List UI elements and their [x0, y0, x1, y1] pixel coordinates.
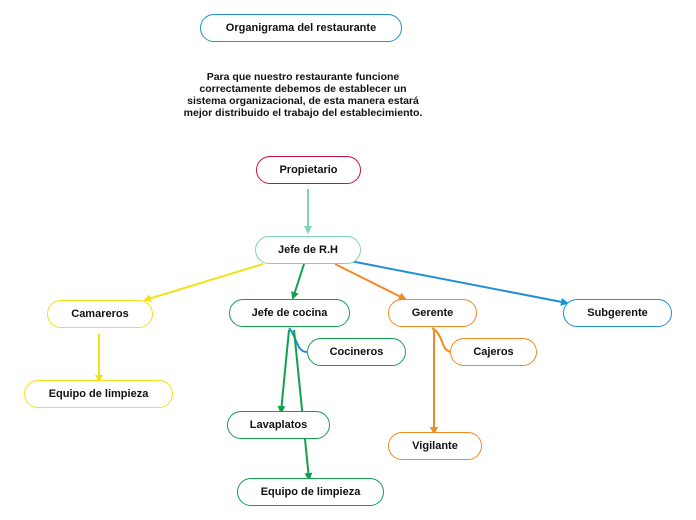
- node-vigilante[interactable]: Vigilante: [388, 432, 482, 460]
- description-text: Para que nuestro restaurante funcione co…: [183, 71, 423, 119]
- connector-chef-to-dishwashers: [277, 329, 290, 414]
- node-gerente[interactable]: Gerente: [388, 299, 477, 327]
- connector-hr_chief-to-manager: [334, 263, 407, 300]
- node-cocineros[interactable]: Cocineros: [307, 338, 406, 366]
- node-propietario[interactable]: Propietario: [256, 156, 361, 184]
- node-lavaplatos[interactable]: Lavaplatos: [227, 411, 330, 439]
- connector-chef-to-cleaning_2: [293, 329, 313, 481]
- node-cajeros[interactable]: Cajeros: [450, 338, 537, 366]
- connector-chef-to-cooks: [288, 327, 308, 353]
- node-equipo-limpieza-1[interactable]: Equipo de limpieza: [24, 380, 173, 408]
- node-equipo-limpieza-2[interactable]: Equipo de limpieza: [237, 478, 384, 506]
- connector-hr_chief-to-waiters: [143, 263, 264, 303]
- node-camareros[interactable]: Camareros: [47, 300, 153, 328]
- chart-title[interactable]: Organigrama del restaurante: [200, 14, 402, 42]
- node-jefe-cocina[interactable]: Jefe de cocina: [229, 299, 350, 327]
- connector-hr_chief-to-chef: [291, 263, 305, 300]
- node-subgerente[interactable]: Subgerente: [563, 299, 672, 327]
- node-jefe-rh[interactable]: Jefe de R.H: [255, 236, 361, 264]
- connector-hr_chief-to-submanager: [344, 259, 569, 306]
